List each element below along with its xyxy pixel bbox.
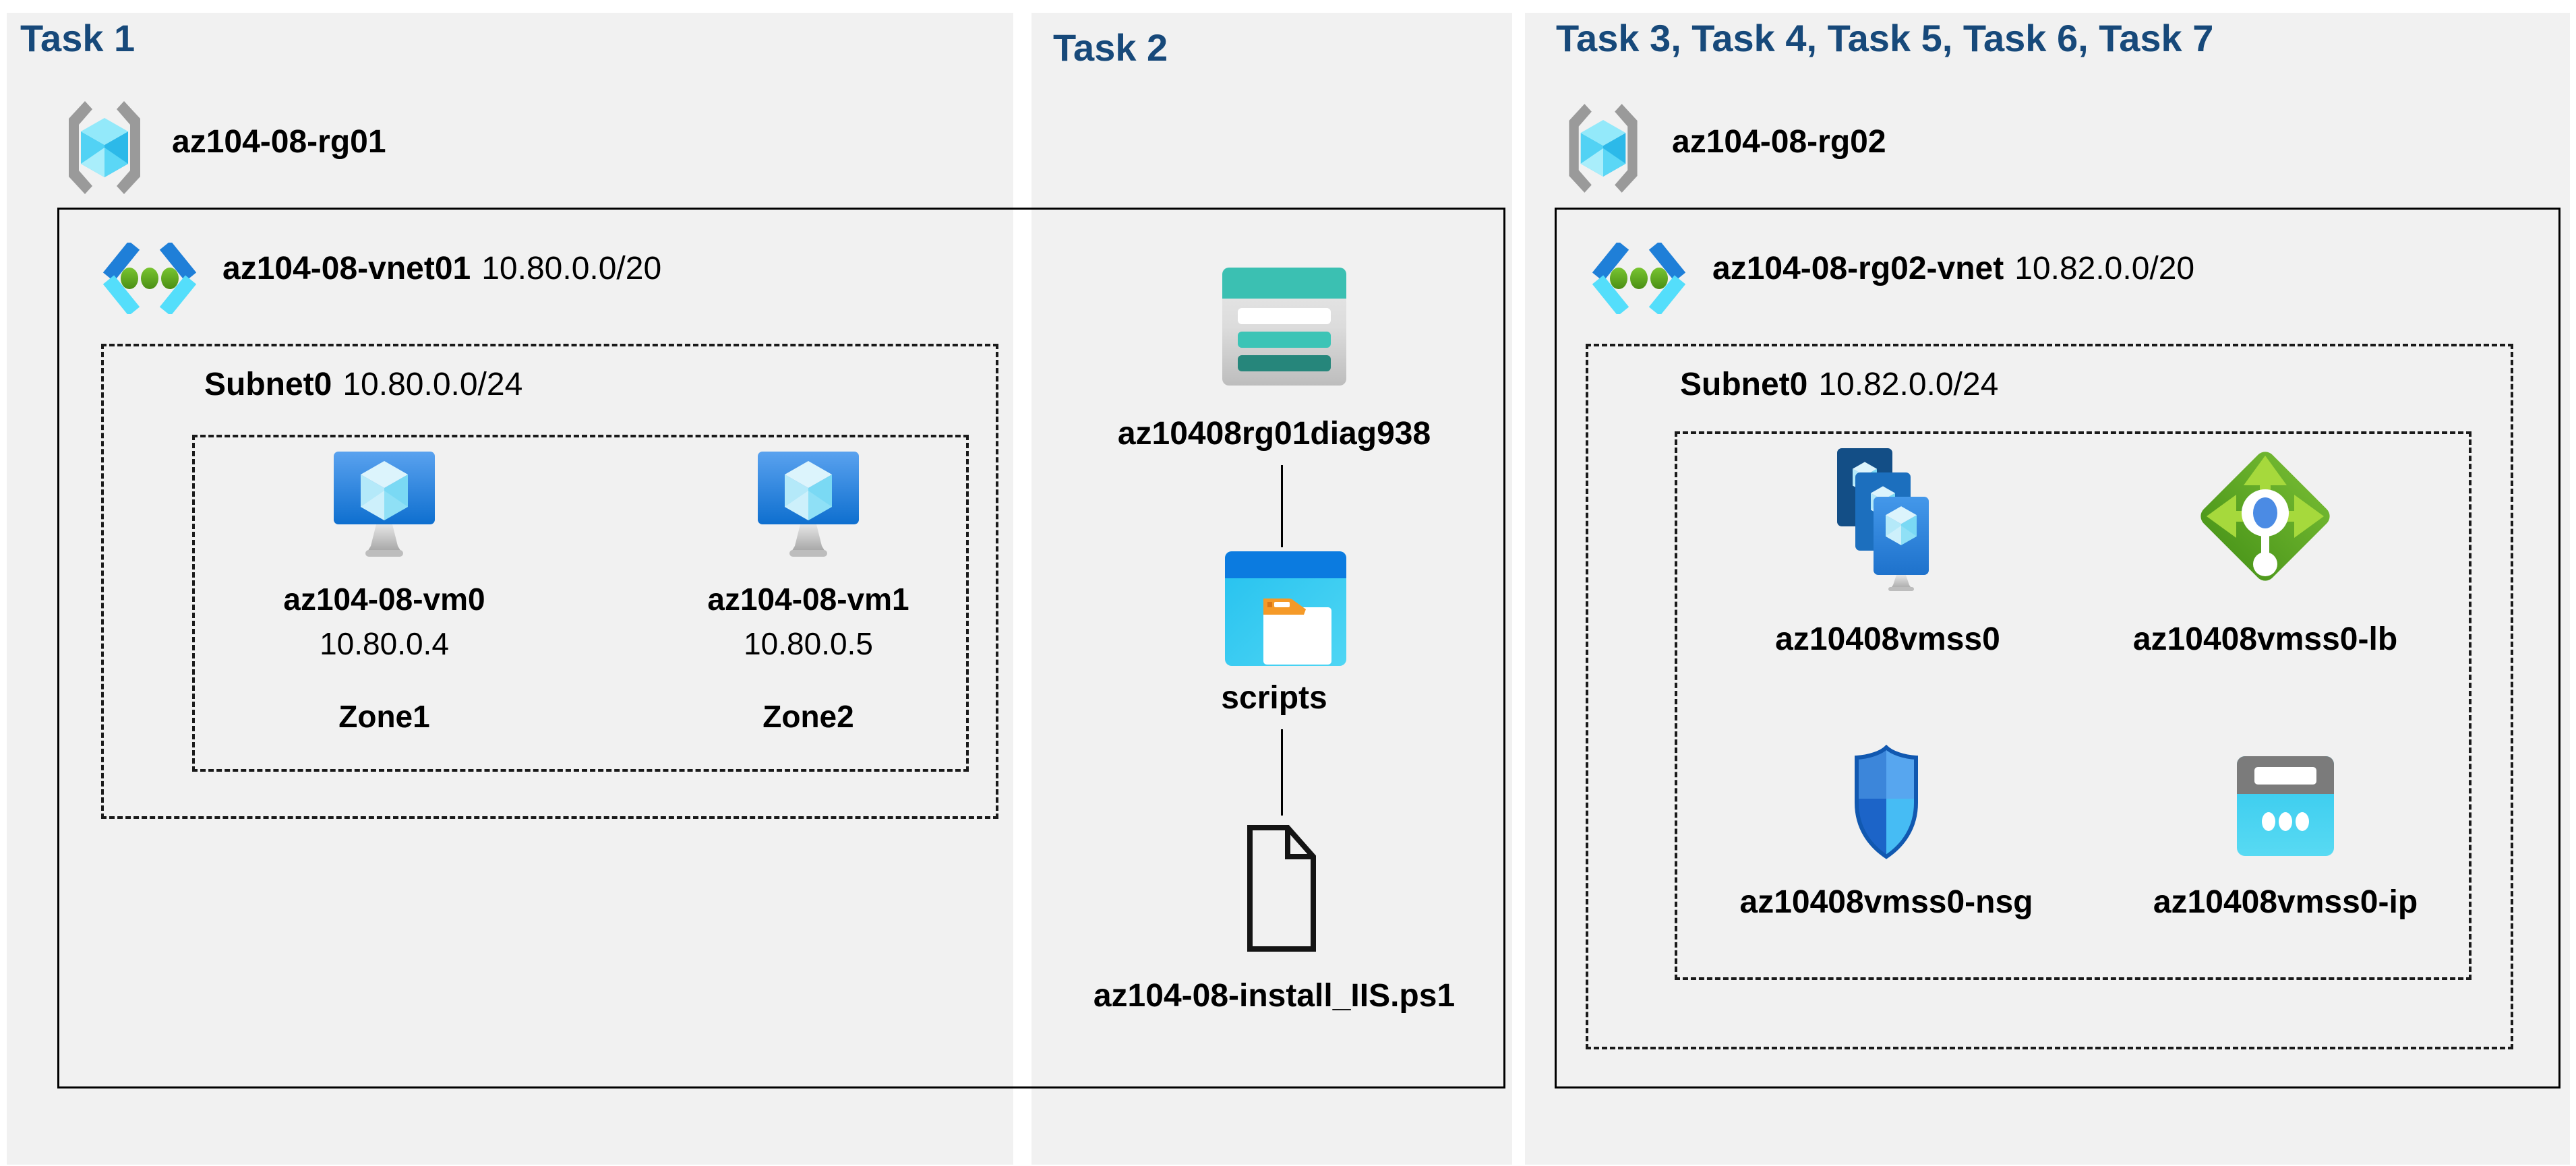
vm-ip-label: 10.80.0.5	[744, 626, 873, 661]
task1-panel	[7, 13, 1013, 1165]
resource-group-icon	[69, 101, 140, 194]
vnet-label: az104-08-vnet01 10.80.0.0/20	[222, 250, 661, 287]
vnet02-boundary-box	[1555, 208, 2560, 1088]
resource-group-label: az104-08-rg02	[1672, 124, 1886, 160]
connector-line	[1281, 465, 1283, 547]
vm-zone-label: Zone1	[338, 699, 430, 734]
vnet-name: az104-08-vnet01	[222, 251, 471, 286]
subnet0-cidr: 10.80.0.0/24	[342, 367, 523, 402]
subnet0-name: Subnet0	[1680, 367, 1808, 402]
vmss-label: az10408vmss0	[1775, 621, 2000, 657]
vm-name-label: az104-08-vm1	[707, 582, 909, 617]
container-label: scripts	[1221, 680, 1327, 716]
nsg-label: az10408vmss0-nsg	[1739, 884, 2033, 920]
resource-group-label: az104-08-rg01	[172, 124, 386, 160]
nsg-icon	[1855, 745, 1918, 859]
zones-box	[192, 435, 969, 772]
subnet0-box	[1586, 344, 2513, 1049]
vnet-cidr: 10.82.0.0/20	[2014, 251, 2195, 286]
vmss-icon	[1837, 448, 1929, 591]
task2-header: Task 2	[1053, 26, 1168, 69]
subnet0-label: Subnet0 10.80.0.0/24	[204, 366, 522, 403]
subnet0-cidr: 10.82.0.0/24	[1818, 367, 1999, 402]
vm-name-label: az104-08-vm0	[283, 582, 485, 617]
vm-ip-label: 10.80.0.4	[320, 626, 449, 661]
task3-header: Task 3, Task 4, Task 5, Task 6, Task 7	[1556, 17, 2214, 59]
subnet0-label: Subnet0 10.82.0.0/24	[1680, 366, 1998, 403]
file-icon	[1247, 825, 1316, 952]
resource-group-icon	[1569, 104, 1638, 193]
virtual-machine-icon	[758, 452, 859, 557]
public-ip-icon	[2237, 756, 2334, 856]
subnet0-name: Subnet0	[204, 367, 332, 402]
vnet-label: az104-08-rg02-vnet 10.82.0.0/20	[1712, 250, 2194, 287]
virtual-machine-icon	[334, 452, 435, 557]
script-file-label: az104-08-install_IIS.ps1	[1093, 978, 1456, 1014]
vm-zone-label: Zone2	[762, 699, 854, 734]
task3-panel	[1525, 13, 2570, 1165]
storage-account-label: az10408rg01diag938	[1117, 416, 1431, 452]
vnet-cidr: 10.80.0.0/20	[481, 251, 662, 286]
vmss-resources-box	[1675, 431, 2472, 980]
task1-header: Task 1	[20, 17, 136, 59]
vnet-icon	[102, 243, 197, 314]
vnet-name: az104-08-rg02-vnet	[1712, 251, 2004, 286]
storage-account-icon	[1222, 268, 1346, 386]
vnet-icon	[1592, 243, 1686, 314]
connector-line	[1281, 729, 1283, 816]
load-balancer-label: az10408vmss0-lb	[2132, 621, 2398, 657]
blob-container-icon	[1225, 551, 1346, 666]
vnet01-boundary-box	[57, 208, 1505, 1088]
public-ip-label: az10408vmss0-ip	[2153, 884, 2418, 920]
load-balancer-icon	[2200, 452, 2330, 581]
subnet0-box	[101, 344, 998, 819]
